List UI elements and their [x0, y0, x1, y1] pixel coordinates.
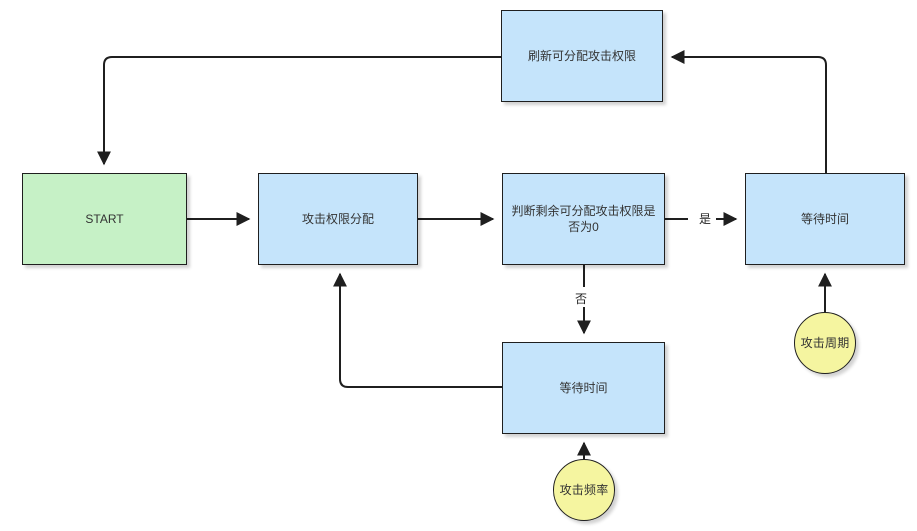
node-label: 刷新可分配攻击权限 [527, 49, 636, 63]
edge-refresh-to-start [97, 56, 501, 166]
node-label: 等待时间 [800, 212, 849, 226]
edge-wait-right-to-refresh [670, 50, 827, 173]
node-decision-remaining-permission[interactable]: 判断剩余可分配攻击权限是否为0 [502, 173, 665, 265]
node-wait-time-bottom[interactable]: 等待时间 [502, 342, 665, 434]
node-attack-period[interactable]: 攻击周期 [794, 312, 856, 374]
edge-wait-bottom-to-assign [333, 272, 502, 388]
node-label: 判断剩余可分配攻击权限是否为0 [511, 204, 656, 234]
node-label: 攻击频率 [559, 483, 609, 497]
node-wait-time-right[interactable]: 等待时间 [745, 173, 905, 265]
node-label: 攻击周期 [800, 336, 850, 350]
node-label: 等待时间 [559, 381, 608, 395]
node-assign-permission[interactable]: 攻击权限分配 [258, 173, 418, 265]
edge-label-no: 否 [573, 290, 590, 307]
node-label: 攻击权限分配 [301, 212, 374, 226]
node-label: START [85, 212, 124, 226]
node-start[interactable]: START [22, 173, 187, 265]
edge-label-yes: 是 [697, 210, 714, 227]
node-refresh-permission[interactable]: 刷新可分配攻击权限 [501, 10, 663, 102]
node-attack-frequency[interactable]: 攻击频率 [553, 459, 615, 521]
